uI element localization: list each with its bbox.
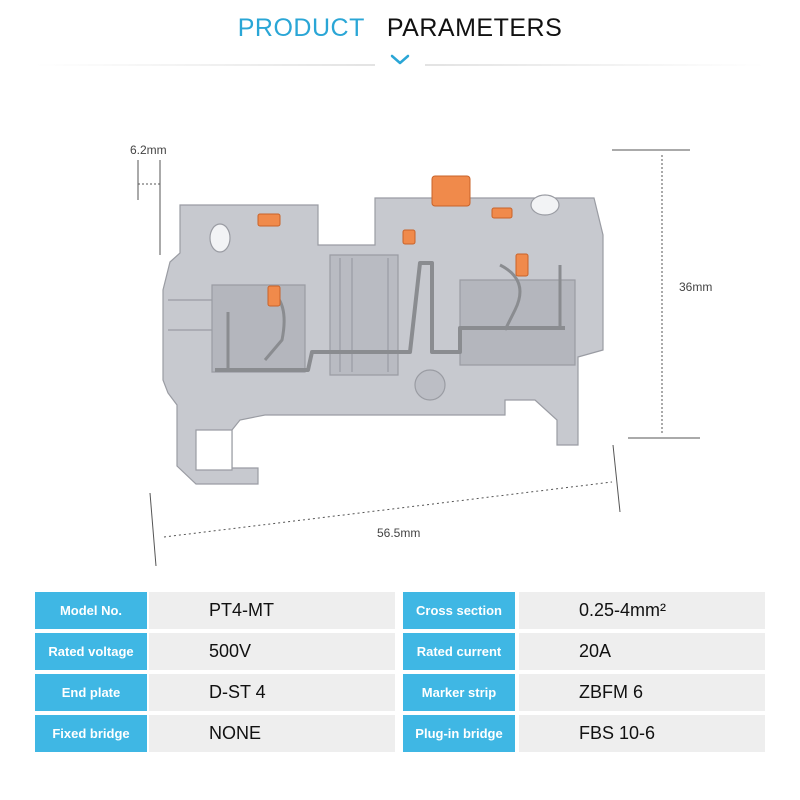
dimension-thickness-label: 6.2mm (130, 143, 167, 157)
dimension-lines (137, 149, 700, 567)
table-row: Fixed bridge NONE Plug-in bridge FBS 10-… (35, 715, 765, 752)
table-row: Rated voltage 500V Rated current 20A (35, 633, 765, 670)
dimension-height-label: 36mm (679, 280, 713, 294)
spec-label: Plug-in bridge (403, 715, 515, 752)
dimension-length-label: 56.5mm (377, 526, 421, 540)
spec-label: Rated current (403, 633, 515, 670)
heading-divider-right (425, 64, 765, 66)
spec-label: Fixed bridge (35, 715, 147, 752)
spec-value: PT4-MT (149, 592, 395, 629)
spec-value: 20A (519, 633, 765, 670)
table-row: End plate D-ST 4 Marker strip ZBFM 6 (35, 674, 765, 711)
spec-value: D-ST 4 (149, 674, 395, 711)
section-heading: PRODUCT PARAMETERS (0, 14, 800, 43)
heading-word-product: PRODUCT (237, 14, 365, 42)
product-image (137, 149, 700, 567)
spec-label: Marker strip (403, 674, 515, 711)
spec-label: Cross section (403, 592, 515, 629)
spec-value: 500V (149, 633, 395, 670)
chevron-down-icon (390, 54, 410, 65)
orange-release-buttons (257, 175, 529, 307)
spec-value: FBS 10-6 (519, 715, 765, 752)
table-row: Model No. PT4-MT Cross section 0.25-4mm² (35, 592, 765, 629)
spec-label: End plate (35, 674, 147, 711)
heading-word-parameters: PARAMETERS (386, 14, 563, 42)
spec-value: NONE (149, 715, 395, 752)
heading-divider-left (35, 64, 375, 66)
terminal-block (162, 194, 604, 485)
spec-label: Rated voltage (35, 633, 147, 670)
spec-value: 0.25-4mm² (519, 592, 765, 629)
spec-value: ZBFM 6 (519, 674, 765, 711)
spec-label: Model No. (35, 592, 147, 629)
